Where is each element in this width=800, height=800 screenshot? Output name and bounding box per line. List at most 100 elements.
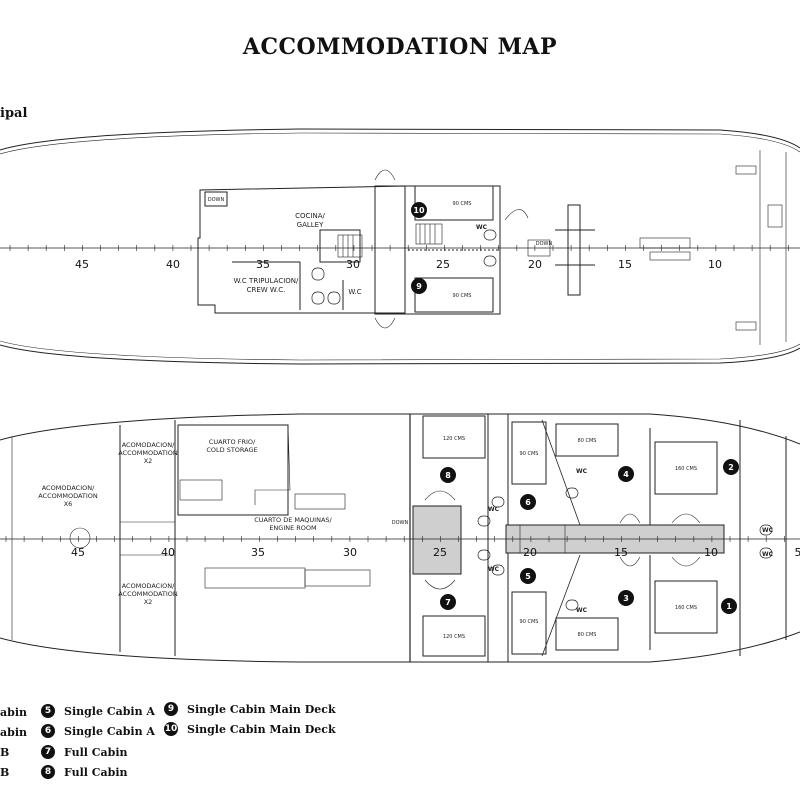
- cabin-2-marker: [723, 459, 739, 475]
- upper-scale-35: 35: [256, 258, 270, 271]
- lower-scale-25: 25: [433, 546, 447, 559]
- engine-room-1: CUARTO DE MAQUINAS/: [254, 516, 332, 524]
- cabin-9-bed: 90 CMS: [453, 293, 472, 299]
- wc-label-6: WC: [488, 506, 500, 513]
- cabin-5-number: 5: [525, 572, 531, 581]
- cabin-3-number: 3: [623, 594, 629, 603]
- cabin-5-bed: 90 CMS: [520, 619, 539, 625]
- legend-item-cabin-8: 8 Full Cabin: [41, 765, 128, 779]
- lower-centerline: [0, 536, 800, 542]
- upper-wc-label: WC: [476, 224, 488, 231]
- upper-hull-outline-bottom: [0, 344, 800, 365]
- upper-hull-outline: [0, 128, 800, 151]
- legend-label: Full Cabin: [64, 765, 128, 779]
- legend-item-cabin-4: B: [0, 766, 9, 779]
- cabin-5-marker: [520, 568, 536, 584]
- upper-scale-15: 15: [618, 258, 632, 271]
- wc-label-1: WC: [762, 551, 774, 558]
- lower-hull-outline-bottom: [0, 631, 800, 663]
- upper-centerline: [0, 245, 800, 251]
- lower-room-labels: ACOMODACION/ ACCOMMODATION X2 ACOMODACIO…: [38, 436, 773, 640]
- upper-deck: [0, 128, 800, 365]
- lower-scale-5: 5: [795, 546, 800, 559]
- legend-label: Single Cabin Main Deck: [187, 722, 336, 736]
- lower-scale-40: 40: [161, 546, 175, 559]
- legend-item-cabin-10: 10 Single Cabin Main Deck: [164, 722, 336, 736]
- cabin-9-marker: [411, 278, 427, 294]
- legend-item-cabin-7: 7 Full Cabin: [41, 745, 128, 759]
- lower-scale-15: 15: [614, 546, 628, 559]
- upper-scale-25: 25: [436, 258, 450, 271]
- acc-x2-top-3: X2: [144, 457, 153, 465]
- lower-down-label: DOWN: [392, 520, 409, 526]
- legend-item-cabin-1: abin: [0, 706, 27, 719]
- upper-deck-label: ipal: [0, 106, 28, 121]
- cabin-10-marker: [411, 202, 427, 218]
- legend-badge: 9: [164, 702, 178, 716]
- cabin-10-number: 10: [413, 206, 425, 215]
- cabin-9-number: 9: [416, 282, 422, 291]
- legend-item-cabin-6: 6 Single Cabin A: [41, 724, 155, 738]
- upper-room-labels: COCINA/ GALLEY W.C TRIPULACION/ CREW W.C…: [208, 197, 553, 299]
- cabin-7-bed: 120 CMS: [443, 634, 465, 640]
- wc-label-4: WC: [576, 468, 588, 475]
- legend-label: Single Cabin Main Deck: [187, 702, 336, 716]
- acc-x2-top-1: ACOMODACION/: [122, 441, 175, 449]
- cold-storage-1: CUARTO FRIO/: [209, 438, 256, 446]
- cabin-6-marker: [520, 494, 536, 510]
- crew-wc-label-2: CREW W.C.: [247, 286, 286, 294]
- cold-storage-2: COLD STORAGE: [206, 446, 257, 454]
- cabin-1-marker: [721, 598, 737, 614]
- cabin-1-bed: 160 CMS: [675, 605, 697, 611]
- cabin-4-number: 4: [623, 470, 629, 479]
- legend-badge: 6: [41, 724, 55, 738]
- legend-label: abin: [0, 726, 27, 739]
- acc-x2-bot-2: ACCOMMODATION: [118, 590, 178, 598]
- upper-cabin-markers: 10 9: [411, 202, 427, 294]
- small-wc-label: W.C: [348, 288, 361, 296]
- stair-void: [412, 505, 462, 575]
- cabin-3-marker: [618, 590, 634, 606]
- acc-x6-1: ACOMODACION/: [42, 484, 95, 492]
- upper-scale-40: 40: [166, 258, 180, 271]
- engine-room-2: ENGINE ROOM: [269, 524, 316, 532]
- cabin-3-bed: 80 CMS: [578, 632, 597, 638]
- cabin-1-number: 1: [726, 602, 732, 611]
- legend-badge: 8: [41, 765, 55, 779]
- lower-scale-35: 35: [251, 546, 265, 559]
- cabin-8-bed: 120 CMS: [443, 436, 465, 442]
- upper-down-label-2: DOWN: [536, 241, 553, 247]
- cabin-10-bed: 90 CMS: [453, 201, 472, 207]
- legend-badge: 5: [41, 704, 55, 718]
- cabin-8-number: 8: [445, 471, 451, 480]
- crew-wc-label-1: W.C TRIPULACION/: [234, 277, 299, 285]
- legend-badge: 10: [164, 722, 178, 736]
- legend-label: Single Cabin A: [64, 704, 155, 718]
- galley-label-1: COCINA/: [295, 212, 325, 220]
- upper-scale-20: 20: [528, 258, 542, 271]
- lower-scale-20: 20: [523, 546, 537, 559]
- deckhouse-outline: [197, 185, 406, 314]
- cabin-4-bed: 80 CMS: [578, 438, 597, 444]
- cabin-6-number: 6: [525, 498, 531, 507]
- legend-item-cabin-2: abin: [0, 726, 27, 739]
- legend-label: B: [0, 746, 10, 759]
- legend-item-cabin-9: 9 Single Cabin Main Deck: [164, 702, 336, 716]
- lower-scale-10: 10: [704, 546, 718, 559]
- legend-label: B: [0, 766, 10, 779]
- legend-label: Full Cabin: [64, 745, 128, 759]
- acc-x2-bot-3: X2: [144, 598, 153, 606]
- cabin-2-number: 2: [728, 463, 734, 472]
- legend-label: abin: [0, 706, 27, 719]
- upper-scale-45: 45: [75, 258, 89, 271]
- legend-item-cabin-3: B: [0, 746, 9, 759]
- acc-x2-top-2: ACCOMMODATION: [118, 449, 178, 457]
- acc-x6-3: X6: [64, 500, 73, 508]
- legend-item-cabin-5: 5 Single Cabin A: [41, 704, 155, 718]
- upper-scale-labels: 45 40 35 30 25 20 15 10: [75, 258, 722, 271]
- lower-cabin-markers: 8 6 4 2 7 5 3 1: [440, 459, 739, 614]
- cabin-8-marker: [440, 467, 456, 483]
- lower-hull-outline: [0, 413, 800, 445]
- wc-label-3: WC: [576, 607, 588, 614]
